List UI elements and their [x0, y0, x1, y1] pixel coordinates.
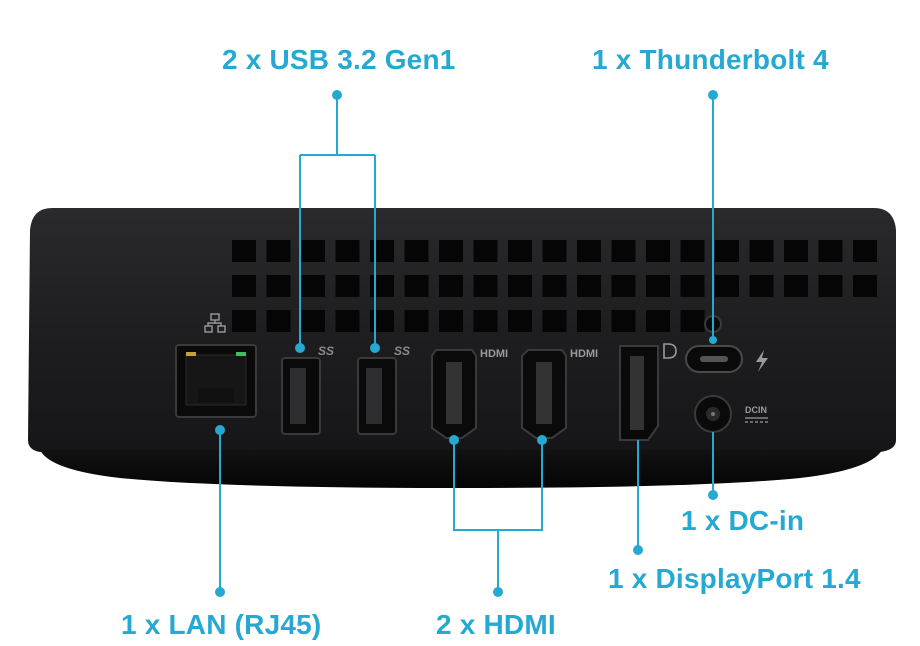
vent-slot: [301, 240, 325, 262]
vent-slot: [439, 310, 463, 332]
dc-in-port: [694, 395, 732, 433]
vent-slot: [370, 240, 394, 262]
network-icon: [204, 313, 226, 333]
vent-slot: [784, 240, 808, 262]
lan-port: [175, 344, 257, 418]
vent-slot: [577, 240, 601, 262]
vent-slot: [301, 310, 325, 332]
vent-slot: [266, 240, 291, 262]
displayport-icon: [663, 343, 677, 359]
displayport-port: [619, 345, 659, 441]
vent-slot: [611, 310, 636, 332]
callout-dots: [215, 90, 718, 597]
superspeed-usb-icon: SS: [394, 344, 410, 358]
device-base: [40, 450, 882, 488]
vent-slot: [611, 240, 636, 262]
vent-slot: [335, 240, 360, 262]
usb-port-1: [281, 357, 321, 435]
vent-slot: [818, 275, 843, 297]
vent-slot: [646, 275, 670, 297]
vent-slot: [301, 275, 325, 297]
vent-slot: [508, 240, 532, 262]
hdmi-port-marking: HDMI: [480, 348, 508, 360]
hdmi-port-1: [431, 349, 477, 439]
vent-slot: [335, 310, 360, 332]
vent-slot: [680, 310, 705, 332]
callout-lines: [219, 95, 714, 592]
vent-slot: [542, 275, 567, 297]
vent-slot: [611, 275, 636, 297]
dc-polarity-icon: DCIN: [745, 405, 767, 415]
vent-slot: [232, 310, 256, 332]
vent-grille: [232, 240, 877, 332]
vent-slot: [370, 310, 394, 332]
vent-slot: [508, 275, 532, 297]
vent-slot: [439, 240, 463, 262]
vent-slot: [439, 275, 463, 297]
vent-slot: [404, 240, 429, 262]
vent-slot: [542, 240, 567, 262]
displayport-callout-label: 1 x DisplayPort 1.4: [608, 563, 861, 594]
vent-slot: [370, 275, 394, 297]
thunderbolt-port: [685, 345, 743, 373]
hdmi-callout-label: 2 x HDMI: [436, 609, 556, 640]
dc-in-callout-label: 1 x DC-in: [681, 505, 805, 536]
lan-callout-label: 1 x LAN (RJ45): [121, 609, 322, 640]
hdmi-port-2: [521, 349, 567, 439]
usb-connector-line: [299, 95, 376, 348]
vent-slot: [335, 275, 360, 297]
usb-port-2: [357, 357, 397, 435]
vent-slot: [577, 275, 601, 297]
vent-slot: [404, 310, 429, 332]
hdmi-port-marking: HDMI: [570, 348, 598, 360]
vent-slot: [266, 275, 291, 297]
vent-slot: [680, 240, 705, 262]
vent-slot: [749, 240, 774, 262]
vent-slot: [473, 310, 498, 332]
superspeed-usb-icon: SS: [318, 344, 334, 358]
vent-slot: [404, 275, 429, 297]
vent-slot: [715, 240, 739, 262]
hdmi-connector-line: [453, 440, 543, 592]
vent-slot: [646, 310, 670, 332]
vent-slot: [473, 240, 498, 262]
vent-slot: [784, 275, 808, 297]
vent-slot: [473, 275, 498, 297]
vent-slot: [853, 240, 877, 262]
vent-slot: [232, 240, 256, 262]
vent-slot: [542, 310, 567, 332]
thunderbolt-bolt-icon: [756, 350, 768, 372]
vent-slot: [266, 310, 291, 332]
vent-slot: [818, 240, 843, 262]
thunderbolt-callout-label: 1 x Thunderbolt 4: [592, 44, 829, 75]
vent-slot: [680, 275, 705, 297]
vent-slot: [646, 240, 670, 262]
vent-slot: [853, 275, 877, 297]
vent-slot: [508, 310, 532, 332]
vent-slot: [715, 275, 739, 297]
vent-slot: [577, 310, 601, 332]
usb-callout-label: 2 x USB 3.2 Gen1: [222, 44, 456, 75]
vent-slot: [749, 275, 774, 297]
vent-slot: [232, 275, 256, 297]
